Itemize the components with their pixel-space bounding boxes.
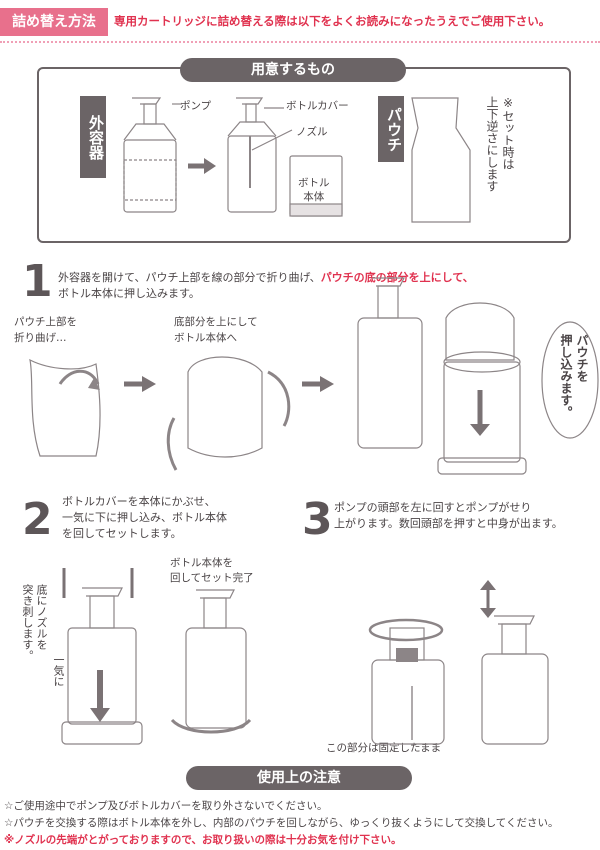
note-line-2: ☆パウチを交換する際はボトル本体を外し、内部のパウチを回しながら、ゆっくり抜くよ…	[4, 817, 559, 829]
step-3-text: ポンプの頭部を左に回すとポンプがせり 上がります。数回頭部を押すと中身が出ます。	[334, 501, 563, 530]
balloon-outline	[541, 321, 599, 439]
header-divider	[0, 41, 600, 43]
step-1-number: 1	[22, 256, 53, 307]
step3-bottle-right	[481, 653, 549, 745]
fixed-part-note: この部分は固定したまま	[326, 742, 442, 754]
pouch-illustration	[411, 97, 471, 223]
step3-bottle-left	[371, 659, 445, 745]
set-complete-bottle	[185, 627, 247, 729]
caption-fold: パウチ上部を 折り曲げ…	[14, 316, 77, 344]
step-1-text: 外容器を開けて、パウチ上部を線の部分で折り曲げ、パウチの底の部分を上にして、 ボ…	[58, 270, 578, 302]
outer-container-label: 外容器	[80, 96, 106, 178]
push-pouch-balloon-text: パウチを 押し込みます。	[559, 334, 589, 418]
step-2-text: ボトルカバーを本体にかぶせ、 一気に下に押し込み、ボトル本体 を回してセットしま…	[62, 495, 227, 540]
pouch-inverted-illustration	[187, 356, 263, 458]
bottle-body-label: ボトル 本体	[298, 177, 330, 203]
notes-title: 使用上の注意	[186, 766, 412, 790]
note-line-3: ※ノズルの先端がとがっておりますので、お取り扱いの際は十分お気を付け下さい。	[4, 834, 402, 846]
pump-bottle-illustration	[123, 97, 182, 213]
caption-set-complete: ボトル本体を 回してセット完了	[170, 557, 254, 584]
bottle-cover-illustration	[227, 97, 293, 213]
step-2-number: 2	[22, 494, 53, 545]
pouch-fold-illustration	[29, 358, 101, 457]
step-1-text-b: ボトル本体に押し込みます。	[58, 287, 200, 300]
step-1-text-a: 外容器を開けて、パウチ上部を線の部分で折り曲げ、	[58, 271, 321, 284]
caption-bottom-up: 底部分を上にして ボトル本体へ	[174, 316, 258, 344]
header-text: 専用カートリッジに詰め替える際は以下をよくお読みになったうえでご使用下さい。	[114, 14, 551, 28]
bottle-with-pouch	[443, 361, 521, 463]
pouch-label: パウチ	[378, 96, 404, 162]
header-tag: 詰め替え方法	[0, 8, 108, 36]
step-3-number: 3	[302, 494, 333, 545]
step-2-side-note: 底にノズルを 突き刺します。	[21, 584, 48, 661]
pump-label: ポンプ	[180, 100, 212, 112]
pump-bottle-step1	[357, 317, 423, 449]
bottle-cover-label: ボトルカバー	[286, 100, 349, 112]
note-line-1: ☆ご使用途中でポンプ及びボトルカバーを取り外さないでください。	[4, 800, 328, 812]
step-2-side-note2: 一気に	[52, 654, 65, 687]
nozzle-label: ノズル	[296, 126, 328, 138]
preparation-title: 用意するもの	[180, 58, 406, 82]
set-note: ※セット時は 上下逆さにします	[485, 96, 515, 192]
